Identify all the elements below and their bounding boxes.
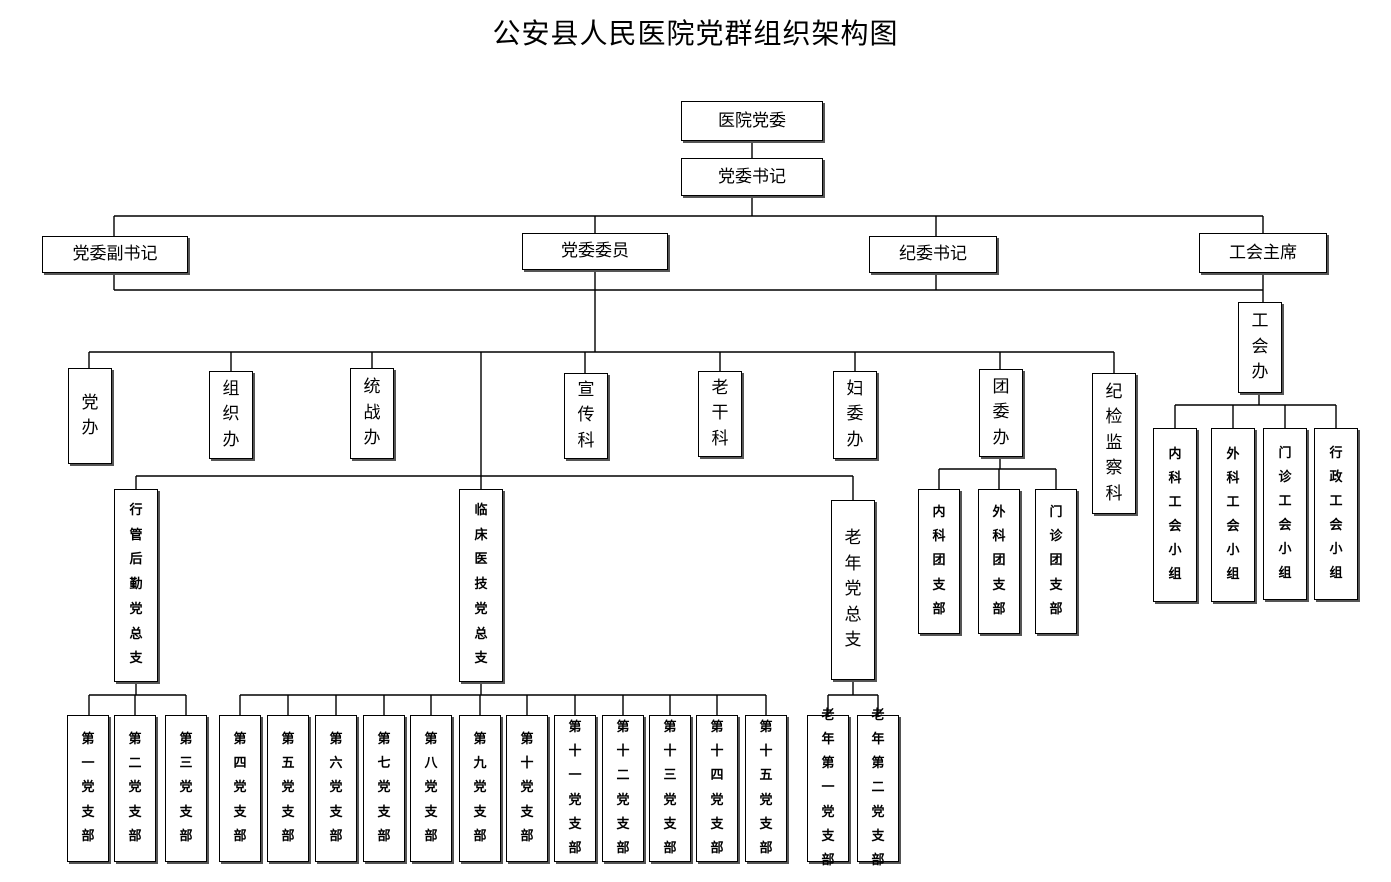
node-discipline-secretary: 纪委书记 [869, 236, 997, 273]
node-committee-members: 党委委员 [522, 233, 668, 270]
node-union-group: 行政工会小组 [1314, 428, 1358, 600]
node-branch: 第十三党支部 [649, 715, 691, 862]
node-branch: 老年第二党支部 [857, 708, 899, 868]
node-league-branch: 门诊团支部 [1035, 489, 1077, 634]
node-branch: 第十党支部 [506, 715, 548, 862]
node-branch: 第十五党支部 [745, 715, 787, 862]
node-branch: 第二党支部 [114, 715, 156, 862]
node-veteran-cadres: 老干科 [698, 371, 742, 457]
node-party-office: 党办 [68, 368, 112, 464]
node-union-group: 门诊工会小组 [1263, 428, 1307, 600]
node-branch: 第十四党支部 [696, 715, 738, 862]
node-elderly-general-branch: 老年党总支 [831, 500, 875, 680]
node-branch: 第一党支部 [67, 715, 109, 862]
node-branch: 第三党支部 [165, 715, 207, 862]
node-party-committee: 医院党委 [681, 101, 823, 141]
page-title: 公安县人民医院党群组织架构图 [492, 17, 899, 50]
node-union-group: 内科工会小组 [1153, 428, 1197, 602]
node-organization-office: 组织办 [209, 371, 253, 459]
node-branch: 第八党支部 [410, 715, 452, 862]
node-clinical-general-branch: 临床医技党总支 [459, 489, 503, 682]
node-branch: 第十二党支部 [602, 715, 644, 862]
node-union-group: 外科工会小组 [1211, 428, 1255, 602]
node-league-branch: 内科团支部 [918, 489, 960, 634]
node-league-branch: 外科团支部 [978, 489, 1020, 634]
node-branch: 老年第一党支部 [807, 708, 849, 868]
node-deputy-secretary: 党委副书记 [42, 236, 188, 273]
node-women-committee: 妇委办 [833, 371, 877, 459]
node-branch: 第七党支部 [363, 715, 405, 862]
node-branch: 第四党支部 [219, 715, 261, 862]
node-united-front-office: 统战办 [350, 368, 394, 459]
node-branch: 第五党支部 [267, 715, 309, 862]
node-youth-league: 团委办 [979, 369, 1023, 457]
node-publicity: 宣传科 [564, 373, 608, 459]
node-union-chair: 工会主席 [1199, 233, 1327, 273]
node-branch: 第十一党支部 [554, 715, 596, 862]
node-discipline-supervision: 纪检监察科 [1092, 373, 1136, 514]
node-admin-general-branch: 行管后勤党总支 [114, 489, 158, 682]
node-party-secretary: 党委书记 [681, 158, 823, 196]
node-union-office: 工会办 [1238, 302, 1282, 393]
node-branch: 第六党支部 [315, 715, 357, 862]
node-branch: 第九党支部 [459, 715, 501, 862]
